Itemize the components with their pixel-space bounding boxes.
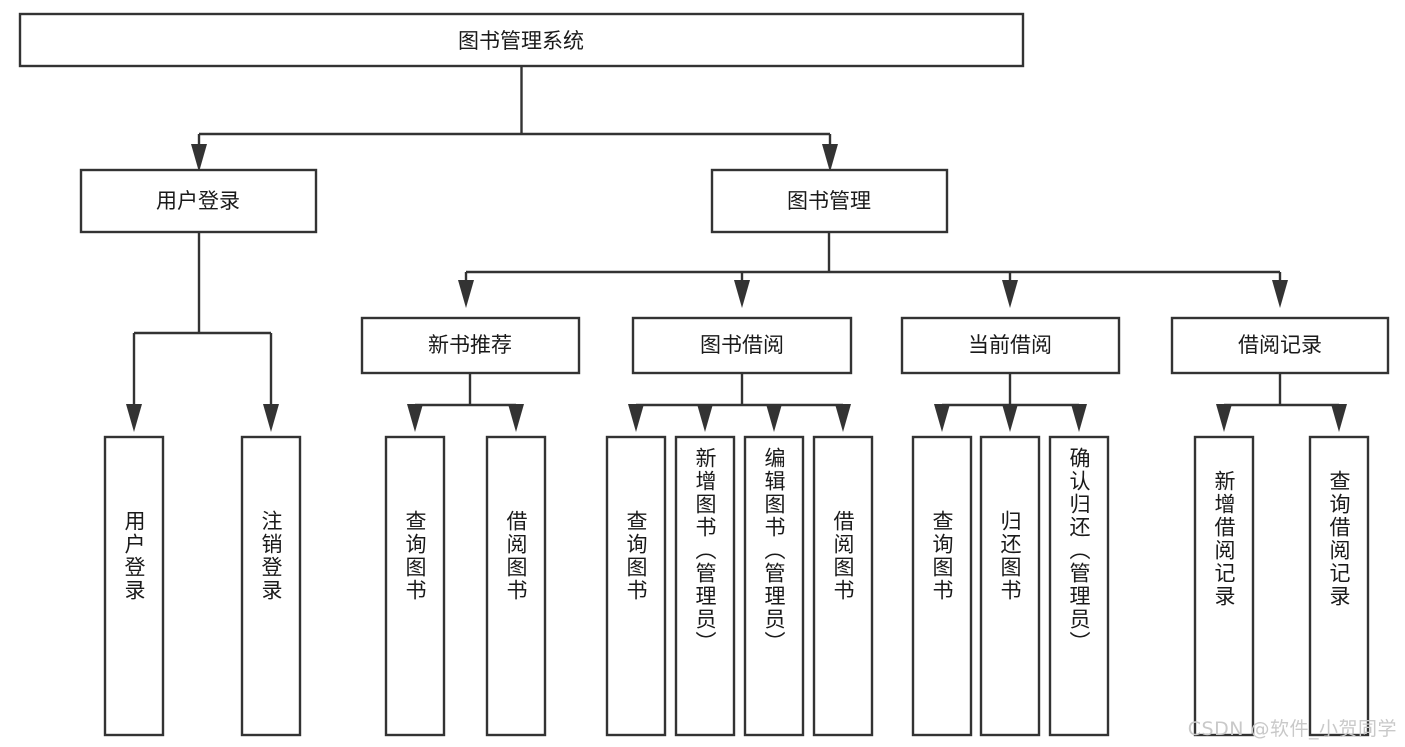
leaf-node[interactable]: 查询借阅记录 (1308, 435, 1370, 737)
leaf-query-record-label: 查询借阅记录 (1327, 470, 1351, 608)
leaf-user-login-label: 用户登录 (122, 510, 146, 602)
arrow-to-user-login (191, 144, 207, 172)
leaf-user-logout-box[interactable] (240, 435, 302, 737)
borrow-record-label: 借阅记录 (1238, 333, 1322, 357)
current-borrow-label: 当前借阅 (968, 333, 1052, 357)
leaf-query-book-3-box[interactable] (911, 435, 973, 737)
leaf-add-record-label: 新增借阅记录 (1212, 470, 1236, 608)
arrow-to-leaf-add-book (697, 404, 713, 432)
connector-bookmanage-to-bus (464, 232, 1282, 290)
leaf-node[interactable]: 新增图书（管理员） (674, 435, 736, 737)
arrow-to-book-manage (822, 144, 838, 172)
leaf-node[interactable]: 新增借阅记录 (1193, 435, 1255, 737)
book-borrow-box[interactable] (631, 316, 853, 375)
user-login-label: 用户登录 (156, 189, 240, 213)
arrow-to-leaf-borrow-book-1 (508, 404, 524, 432)
user-login-box[interactable] (79, 168, 318, 234)
node-new-book-rec[interactable]: 新书推荐 (360, 316, 581, 375)
arrow-to-leaf-query-book-1 (407, 404, 423, 432)
leaf-edit-book-label: 编辑图书（管理员） (762, 447, 786, 654)
watermark-label: CSDN @软件_小贺同学 (1187, 718, 1397, 740)
arrow-to-leaf-query-book-2 (628, 404, 644, 432)
arrow-to-borrow-record (1272, 280, 1288, 308)
node-current-borrow[interactable]: 当前借阅 (900, 316, 1121, 375)
arrow-to-leaf-query-record (1331, 404, 1347, 432)
book-borrow-label: 图书借阅 (700, 333, 784, 357)
leaf-node[interactable]: 借阅图书 (812, 435, 874, 737)
leaf-query-book-1-label: 查询图书 (403, 510, 427, 602)
leaf-query-book-2-box[interactable] (605, 435, 667, 737)
borrow-record-box[interactable] (1170, 316, 1390, 375)
leaf-query-record-box[interactable] (1308, 435, 1370, 737)
arrow-to-leaf-edit-book (766, 404, 782, 432)
connector-root-to-bus (197, 66, 832, 162)
book-manage-label: 图书管理 (787, 189, 871, 213)
arrow-to-new-book-rec (458, 280, 474, 308)
connector-group (126, 66, 1347, 432)
leaf-node[interactable]: 注销登录 (240, 435, 302, 737)
root-box[interactable] (18, 12, 1025, 68)
node-book-borrow[interactable]: 图书借阅 (631, 316, 853, 375)
leaf-node[interactable]: 查询图书 (911, 435, 973, 737)
arrow-to-leaf-return-book (1002, 404, 1018, 432)
connector-bookborrow-to-bus (634, 373, 845, 418)
leaf-edit-book-box[interactable] (743, 435, 805, 737)
root-label: 图书管理系统 (458, 29, 584, 53)
new-book-rec-label: 新书推荐 (428, 333, 512, 357)
arrow-to-leaf-confirm-return (1071, 404, 1087, 432)
arrow-to-current-borrow (1002, 280, 1018, 308)
leaf-return-book-label: 归还图书 (998, 510, 1022, 602)
leaf-add-record-box[interactable] (1193, 435, 1255, 737)
connector-userlogin-to-bus (132, 232, 273, 418)
leaf-node[interactable]: 归还图书 (979, 435, 1041, 737)
leaf-node[interactable]: 确认归还（管理员） (1048, 435, 1110, 737)
arrow-to-leaf-borrow-book-2 (835, 404, 851, 432)
leaf-query-book-2-label: 查询图书 (624, 510, 648, 602)
leaf-node[interactable]: 查询图书 (384, 435, 446, 737)
new-book-rec-box[interactable] (360, 316, 581, 375)
leaf-borrow-book-2-box[interactable] (812, 435, 874, 737)
arrow-to-leaf-query-book-3 (934, 404, 950, 432)
leaf-borrow-book-1-box[interactable] (485, 435, 547, 737)
node-book-manage[interactable]: 图书管理 (710, 168, 949, 234)
leaf-node[interactable]: 借阅图书 (485, 435, 547, 737)
leaf-user-logout-label: 注销登录 (259, 510, 283, 602)
current-borrow-box[interactable] (900, 316, 1121, 375)
arrow-to-leaf-user-logout (263, 404, 279, 432)
node-user-login[interactable]: 用户登录 (79, 168, 318, 234)
leaf-query-book-1-box[interactable] (384, 435, 446, 737)
leaf-confirm-return-label: 确认归还（管理员） (1067, 447, 1091, 654)
arrow-to-book-borrow (734, 280, 750, 308)
connector-newbookrec-to-bus (413, 373, 518, 418)
node-root[interactable]: 图书管理系统 (18, 12, 1025, 68)
arrow-to-leaf-user-login (126, 404, 142, 432)
arrow-to-leaf-add-record (1216, 404, 1232, 432)
leaf-node[interactable]: 用户登录 (103, 435, 165, 737)
leaf-borrow-book-1-label: 借阅图书 (504, 510, 528, 602)
leaf-confirm-return-box[interactable] (1048, 435, 1110, 737)
leaf-borrow-book-2-label: 借阅图书 (831, 510, 855, 602)
connector-borrowrecord-to-bus (1222, 373, 1341, 418)
leaf-node[interactable]: 查询图书 (605, 435, 667, 737)
leaf-add-book-label: 新增图书（管理员） (693, 447, 717, 654)
leaf-query-book-3-label: 查询图书 (930, 510, 954, 602)
leaf-add-book-box[interactable] (674, 435, 736, 737)
node-borrow-record[interactable]: 借阅记录 (1170, 316, 1390, 375)
leaf-user-login-box[interactable] (103, 435, 165, 737)
book-manage-box[interactable] (710, 168, 949, 234)
leaf-return-book-box[interactable] (979, 435, 1041, 737)
leaf-node[interactable]: 编辑图书（管理员） (743, 435, 805, 737)
